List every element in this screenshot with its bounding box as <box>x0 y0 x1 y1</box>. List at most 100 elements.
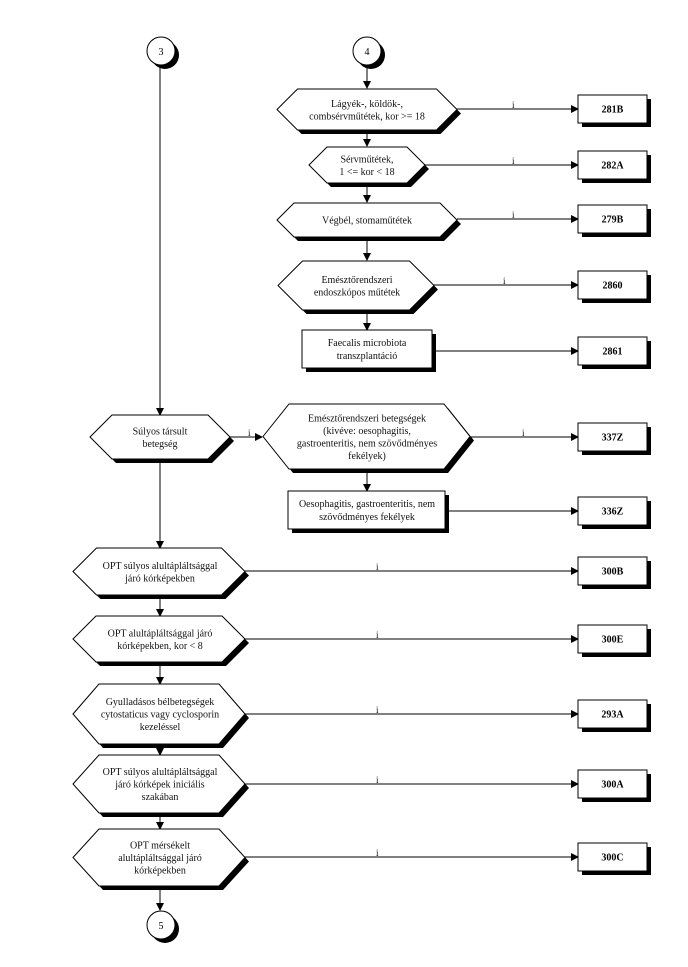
sulyos-line-1: Súlyos társult <box>133 426 188 437</box>
code-label: 282A <box>601 161 624 172</box>
lagyek-line-1: Lágyék-, köldök-, <box>331 99 403 110</box>
code-box-frame <box>577 556 648 586</box>
emeszto-endo-line-1: Emésztőrendszeri <box>321 275 392 286</box>
code-label: 300C <box>601 853 623 864</box>
code-box-336Z: 336Z <box>577 496 651 529</box>
connector-4: 4 <box>352 36 385 69</box>
code-box-frame <box>577 336 648 366</box>
code-box-frame <box>577 496 648 526</box>
decision-shape <box>72 683 246 745</box>
code-box-293A: 293A <box>577 699 651 732</box>
code-label: 300A <box>601 780 624 791</box>
decision-shape <box>72 547 246 596</box>
branch-label: i <box>512 156 515 166</box>
code-box-281B: 281B <box>577 94 651 127</box>
code-box-282A: 282A <box>577 150 651 183</box>
decision-shape <box>276 202 458 238</box>
gyull-line-1: Gyulladásos bélbetegségek <box>106 697 215 708</box>
code-label: 300E <box>602 635 624 646</box>
code-boxes: 281B 282A 279B 2860 2861 337Z 336Z 300B 300E 293A… <box>577 94 651 875</box>
branch-label: i <box>376 630 379 640</box>
code-box-300B: 300B <box>577 556 651 589</box>
decision-vegbel: Végbél, stomaműtétek <box>276 202 461 241</box>
branch-label: i <box>376 562 379 572</box>
code-box-frame <box>577 769 648 799</box>
decision-emeszto-bet: Emésztőrendszeri betegségek (kivéve: oeso… <box>262 403 474 473</box>
code-box-2861: 2861 <box>577 336 651 369</box>
code-box-frame <box>577 624 648 654</box>
serv-line-2: 1 <= kor < 18 <box>339 167 394 178</box>
oeso-line-2: szövődményes fekélyek <box>319 512 415 523</box>
decision-opt-alult: OPT alultápláltsággal járó kórképekben, k… <box>72 615 249 666</box>
decision-shape <box>72 754 246 814</box>
emeszto-bet-line-2: (kivéve: oesophagitis, <box>323 426 411 437</box>
code-box-frame <box>577 150 648 180</box>
vegbel-line-1: Végbél, stomaműtétek <box>322 216 412 227</box>
code-label: 2860 <box>603 281 623 292</box>
connector-3: 3 <box>146 36 179 69</box>
decision-shape <box>277 260 435 311</box>
code-box-300C: 300C <box>577 842 651 875</box>
branch-label: i <box>248 428 251 438</box>
emeszto-bet-line-1: Emésztőrendszeri betegségek <box>308 413 426 424</box>
faecalis-line-1: Faecalis microbiota <box>328 338 407 349</box>
code-label: 281B <box>602 105 624 116</box>
connector-3-label: 3 <box>159 47 164 58</box>
code-box-2860: 2860 <box>577 270 651 303</box>
decision-serv: Sérvműtétek, 1 <= kor < 18 <box>308 146 429 187</box>
code-box-300A: 300A <box>577 769 651 802</box>
code-box-300E: 300E <box>577 624 651 657</box>
gyull-line-2: cytostaticus vagy cyclosporin <box>101 710 219 721</box>
branch-label: i <box>376 705 379 715</box>
decision-nodes: Lágyék-, köldök-,combsérvműtétek, kor >=… <box>72 88 474 890</box>
opt-inic-line-3: szakában <box>142 792 179 803</box>
branch-label: i <box>376 775 379 785</box>
code-label: 300B <box>602 567 624 578</box>
opt-merse-line-2: alultápláltsággal járó <box>118 853 202 864</box>
emeszto-endo-line-2: endoszkópos műtétek <box>314 287 400 298</box>
code-box-279B: 279B <box>577 204 651 237</box>
opt-sulyos-line-1: OPT súlyos alultápláltsággal <box>103 561 218 572</box>
emeszto-bet-line-3: gastroenteritis, nem szövődményes <box>297 438 437 449</box>
code-box-frame <box>577 422 648 452</box>
gyull-line-3: kezeléssel <box>140 722 181 733</box>
decision-gyull: Gyulladásos bélbetegségek cytostaticus va… <box>72 683 249 748</box>
opt-inic-line-1: OPT súlyos alultápláltsággal <box>103 767 218 778</box>
opt-sulyos-line-2: járó kórképekben <box>124 573 195 584</box>
code-box-frame <box>577 94 648 124</box>
decision-opt-inic: OPT súlyos alultápláltsággal járó kórképe… <box>72 754 249 817</box>
opt-alult-line-2: kórképekben, kor < 8 <box>117 641 203 652</box>
process-oesophagitis: Oesophagitis, gastroenteritis, nem szövő… <box>287 490 449 533</box>
decision-shape <box>72 828 246 887</box>
connector-lines <box>156 68 579 911</box>
branch-label: i <box>522 428 525 438</box>
opt-alult-line-1: OPT alultápláltsággal járó <box>108 628 213 639</box>
faecalis-line-2: transzplantáció <box>337 351 398 362</box>
connector-5: 5 <box>146 910 179 943</box>
decision-shape <box>72 615 246 663</box>
connector-4-label: 4 <box>365 47 370 58</box>
decision-shape <box>89 414 231 460</box>
code-label: 279B <box>602 215 624 226</box>
opt-inic-line-2: járó kórképek iniciális <box>114 780 205 791</box>
serv-line-1: Sérvműtétek, <box>340 154 393 165</box>
emeszto-bet-line-4: fekélyek) <box>348 451 386 462</box>
code-label: 337Z <box>602 433 624 444</box>
decision-shape <box>308 146 426 184</box>
oeso-line-1: Oesophagitis, gastroenteritis, nem <box>299 499 435 510</box>
lagyek-line-2: combsérvműtétek, kor >= 18 <box>309 111 425 122</box>
code-label: 293A <box>601 710 624 721</box>
process-faecalis: Faecalis microbiota transzplantáció <box>301 329 436 372</box>
code-box-frame <box>577 699 648 729</box>
code-box-frame <box>577 842 648 872</box>
opt-merse-line-3: kórképekben <box>134 866 186 877</box>
branch-label: i <box>376 848 379 858</box>
code-box-frame <box>577 204 648 234</box>
decision-shape <box>276 88 458 131</box>
branch-label: i <box>512 100 515 110</box>
